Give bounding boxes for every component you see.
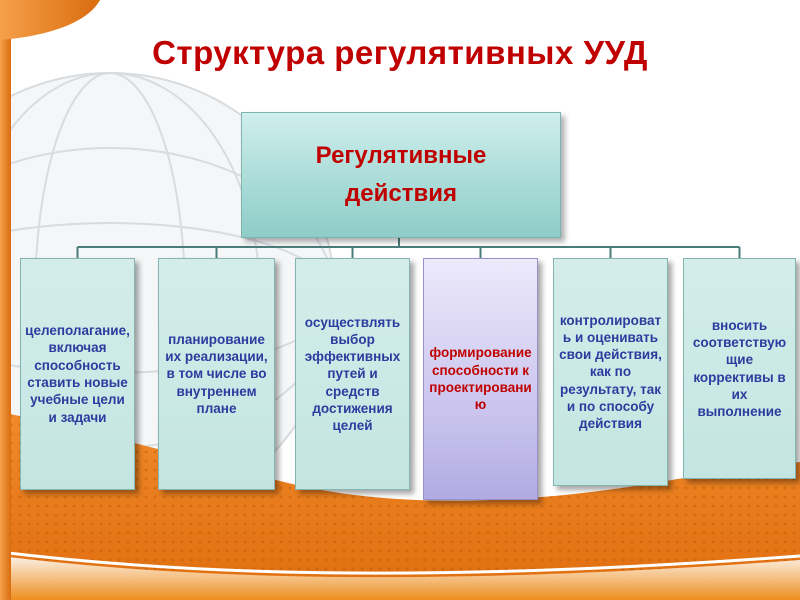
root-node-regulative-actions: Регулятивные действия	[241, 112, 561, 238]
root-node-line1: Регулятивные	[315, 142, 487, 169]
node-corrections: вносить соответствующие коррективы в их …	[683, 258, 796, 479]
node-planning-label: планирование их реализации, в том числе …	[165, 331, 268, 416]
left-accent-bar	[0, 0, 11, 600]
corner-accent	[0, 0, 100, 40]
node-control-evaluate-label: контролировать и оценивать свои действия…	[559, 312, 662, 432]
node-control-evaluate: контролировать и оценивать свои действия…	[553, 258, 668, 486]
node-design-ability-label: формирование способности к проектировани…	[429, 345, 532, 413]
node-corrections-label: вносить соответствующие коррективы в их …	[692, 317, 787, 420]
slide-title: Структура регулятивных УУД	[152, 34, 648, 71]
node-path-selection-label: осуществлять выбор эффективных путей и с…	[304, 314, 401, 434]
node-goal-setting: целеполагание, включая способность стави…	[20, 258, 135, 490]
node-goal-setting-label: целеполагание, включая способность стави…	[25, 323, 130, 425]
node-path-selection: осуществлять выбор эффективных путей и с…	[295, 258, 410, 490]
root-node-line2: действия	[345, 180, 457, 207]
node-design-ability: формирование способности к проектировани…	[423, 258, 538, 500]
node-planning: планирование их реализации, в том числе …	[158, 258, 275, 490]
child-nodes: целеполагание, включая способность стави…	[0, 258, 800, 518]
